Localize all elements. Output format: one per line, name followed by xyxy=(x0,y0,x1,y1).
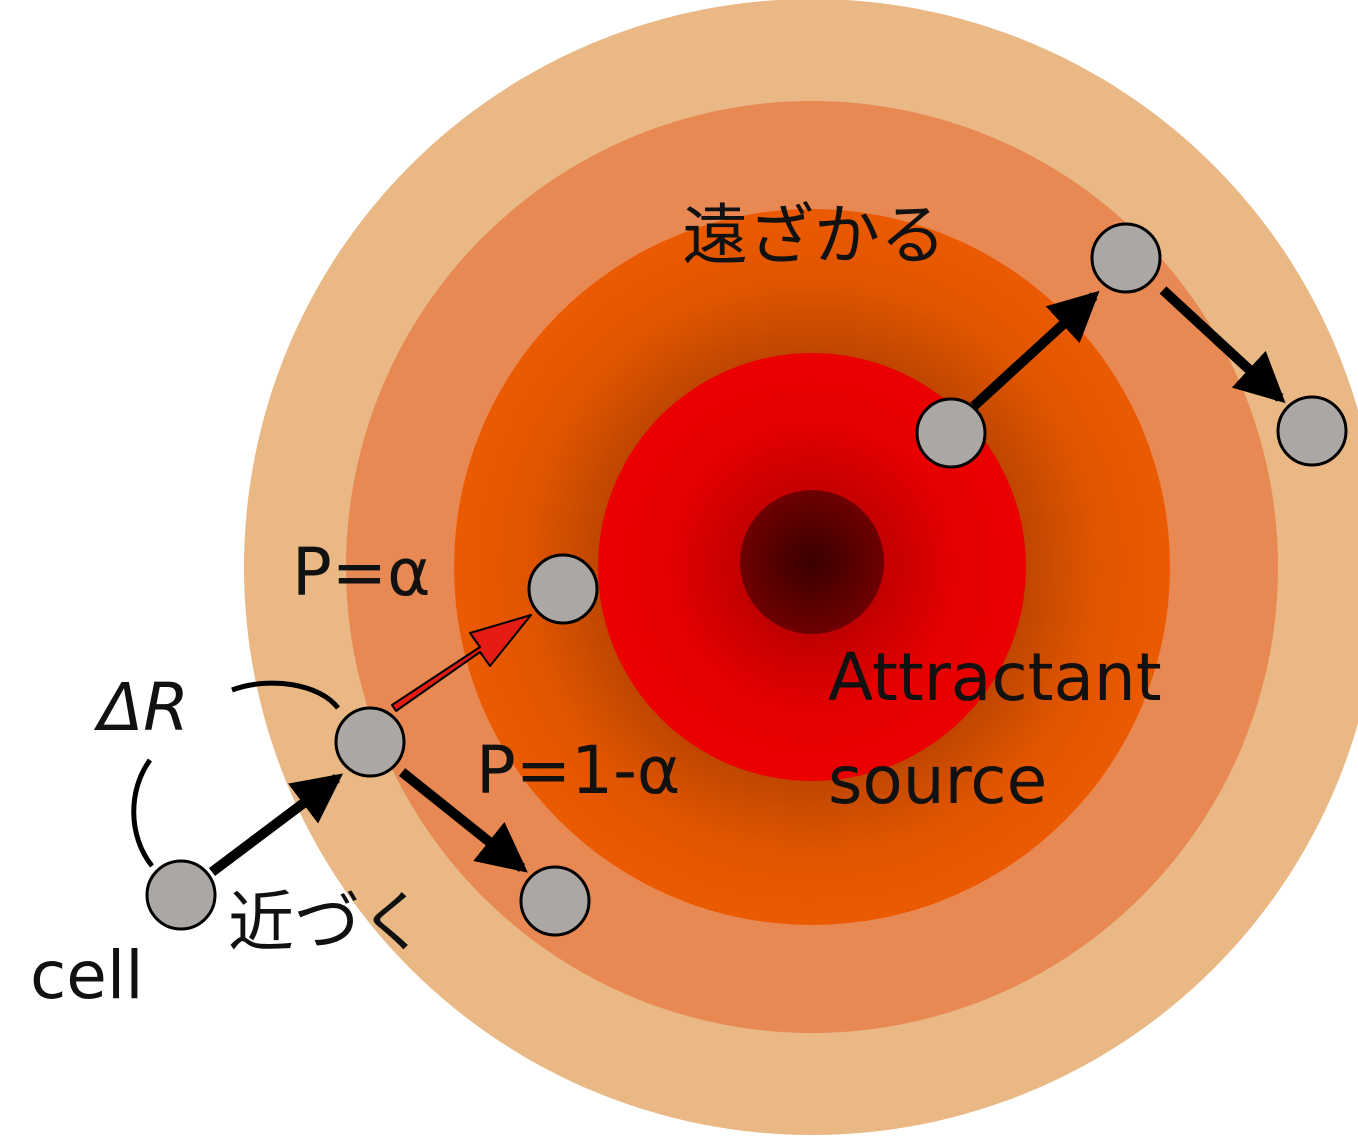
arrow-probability-alpha xyxy=(391,614,532,712)
label-step-length: ΔR xyxy=(93,669,189,746)
step-length-arc-top xyxy=(231,680,340,710)
label-move-away: 遠ざかる xyxy=(682,197,946,274)
arrow-up-right xyxy=(970,290,1100,410)
arrow-approach xyxy=(208,773,343,876)
cell-middle xyxy=(334,706,406,778)
step-length-arc-bottom xyxy=(131,758,154,868)
arrow-move-away xyxy=(1159,286,1286,404)
cell-right-end xyxy=(1276,395,1348,467)
cell-right-start xyxy=(915,397,987,469)
attractant-core xyxy=(740,490,884,634)
cell-alpha-target xyxy=(527,553,599,625)
arrow-down-right xyxy=(398,768,528,873)
label-cell: cell xyxy=(30,937,144,1014)
label-prob-alpha: P=α xyxy=(292,534,431,611)
label-attractant-line2: source xyxy=(828,742,1047,819)
label-prob-one-minus-alpha: P=1-α xyxy=(476,732,680,809)
label-approach: 近づく xyxy=(228,884,426,961)
cell-right-top xyxy=(1090,222,1162,294)
cell-start xyxy=(145,859,217,931)
label-attractant-line1: Attractant xyxy=(828,639,1162,716)
cell-lower-target xyxy=(519,865,591,937)
